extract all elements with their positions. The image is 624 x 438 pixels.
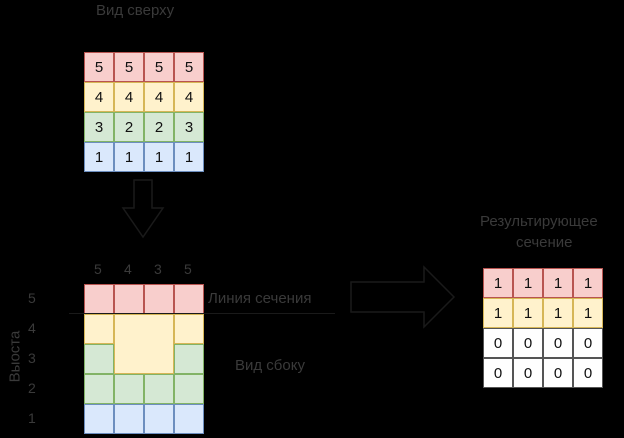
- result-cell: 1: [543, 298, 573, 328]
- result-cell: 1: [573, 268, 603, 298]
- side-view-cell: [174, 344, 204, 374]
- result-cell: 1: [573, 298, 603, 328]
- top-view-cell: 3: [174, 112, 204, 142]
- result-cell: 0: [543, 328, 573, 358]
- result-cell: 0: [573, 358, 603, 388]
- top-view-title: Вид сверху: [96, 2, 175, 19]
- column-height-label: 5: [184, 261, 192, 277]
- top-view-cell: 5: [114, 52, 144, 82]
- height-axis-label: Выоста: [6, 330, 24, 383]
- side-view-cell: [114, 404, 144, 434]
- result-cell: 0: [513, 328, 543, 358]
- top-view-cell: 5: [84, 52, 114, 82]
- side-view-title: Вид сбоку: [235, 357, 305, 374]
- top-view-cell: 4: [144, 82, 174, 112]
- side-view-cell: [174, 404, 204, 434]
- side-view-cell: [84, 314, 114, 344]
- side-view-cell: [84, 374, 114, 404]
- top-view-cell: 1: [84, 142, 114, 172]
- section-line: [69, 313, 335, 314]
- side-view-cell: [84, 344, 114, 374]
- result-cell: 1: [513, 298, 543, 328]
- side-view-grid: [84, 284, 204, 434]
- section-line-label: Линия сечения: [208, 290, 312, 307]
- top-view-cell: 5: [174, 52, 204, 82]
- side-view-cell: [114, 284, 144, 314]
- result-title-line1: Результирующее: [480, 213, 598, 230]
- arrow-right-icon: [350, 265, 456, 329]
- side-view-cell: [84, 404, 114, 434]
- result-cell: 1: [543, 268, 573, 298]
- column-height-label: 4: [124, 261, 132, 277]
- side-view-cell: [144, 374, 174, 404]
- top-view-cell: 1: [114, 142, 144, 172]
- height-axis-tick: 2: [28, 380, 36, 396]
- side-view-cell: [174, 314, 204, 344]
- result-cell: 0: [483, 358, 513, 388]
- result-cell: 0: [543, 358, 573, 388]
- result-cell: 1: [483, 298, 513, 328]
- result-cell: 1: [483, 268, 513, 298]
- top-view-cell: 5: [144, 52, 174, 82]
- column-height-labels: 5 4 3 5: [84, 261, 204, 279]
- result-cell: 0: [573, 328, 603, 358]
- column-height-label: 5: [94, 261, 102, 277]
- top-view-cell: 1: [174, 142, 204, 172]
- side-view-cell: [144, 284, 174, 314]
- top-view-cell: 3: [84, 112, 114, 142]
- side-view-cell: [144, 404, 174, 434]
- top-view-cell: 4: [84, 82, 114, 112]
- top-view-cell: 4: [174, 82, 204, 112]
- result-title-line2: сечение: [516, 234, 573, 251]
- height-axis-tick: 3: [28, 350, 36, 366]
- top-view-cell: 1: [144, 142, 174, 172]
- height-axis-tick: 5: [28, 290, 36, 306]
- result-cell: 1: [513, 268, 543, 298]
- side-view-cell: [84, 284, 114, 314]
- column-height-label: 3: [154, 261, 162, 277]
- side-view-cell: [174, 374, 204, 404]
- top-view-cell: 2: [114, 112, 144, 142]
- height-axis-tick: 1: [28, 410, 36, 426]
- side-view-yellow-block: [114, 314, 174, 374]
- result-cell: 0: [483, 328, 513, 358]
- height-axis-ticks: 5 4 3 2 1: [24, 284, 44, 434]
- top-view-cell: 4: [114, 82, 144, 112]
- arrow-down-icon: [121, 179, 165, 239]
- side-view-cell: [174, 284, 204, 314]
- result-cell: 0: [513, 358, 543, 388]
- top-view-cell: 2: [144, 112, 174, 142]
- side-view-cell: [114, 374, 144, 404]
- height-axis-tick: 4: [28, 320, 36, 336]
